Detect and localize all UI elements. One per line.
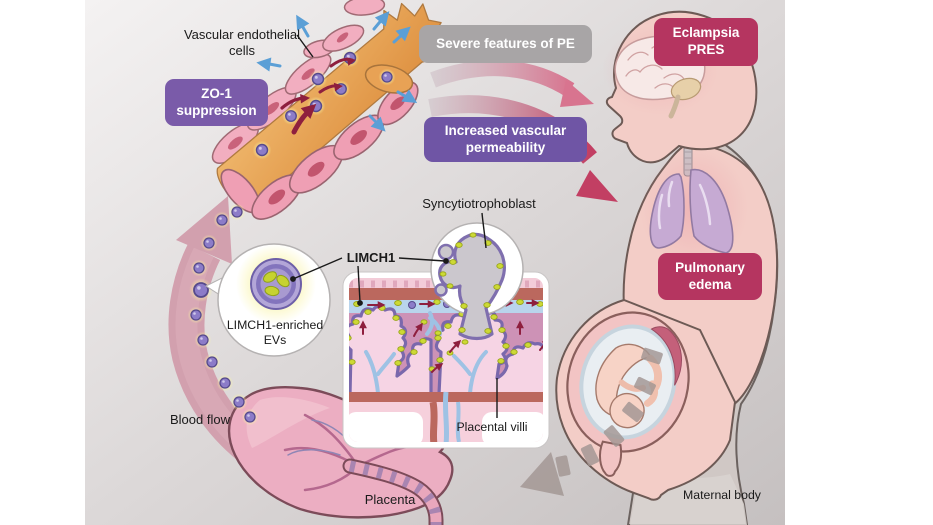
increased-vascular-permeability-box: Increased vascular permeability (424, 117, 587, 162)
limch1-evs-caption: LIMCH1-enriched EVs (226, 318, 324, 347)
lungs-illustration (640, 148, 748, 268)
placenta-label: Placenta (364, 492, 416, 507)
arrow-to-brain (430, 60, 575, 97)
pointer-lines (290, 34, 498, 418)
fetal-vessels (364, 311, 488, 395)
syncytiotrophoblast-label: Syncytiotrophoblast (422, 196, 536, 211)
arrow-to-lungs-head (576, 170, 618, 202)
villi-flow-arrows (359, 299, 543, 373)
cerebellum (670, 77, 702, 101)
maternal-body-label: Maternal body (683, 488, 761, 502)
zo1-suppression-box: ZO-1 suppression (165, 79, 268, 126)
permeability-arrows (257, 9, 418, 134)
limch1-dots (349, 299, 543, 372)
arrow-to-brain-head (560, 80, 594, 107)
placenta-illustration (227, 386, 454, 525)
syncytiotrophoblast-inset (430, 222, 524, 341)
eclampsia-pres-box: Eclampsia PRES (654, 18, 758, 66)
blood-flow-label: Blood flow (170, 412, 230, 427)
placenta-crescent (650, 326, 682, 386)
limch1-proteins (263, 271, 290, 297)
vessel-flow-arrows (280, 56, 357, 135)
villus-limch1-dots (439, 232, 504, 334)
ev-inset-circle (204, 243, 331, 357)
vascular-endothelial-cells-label: Vascular endothelial cells (183, 27, 301, 58)
placental-villi-label: Placental villi (456, 420, 528, 434)
pulmonary-edema-box: Pulmonary edema (658, 253, 762, 300)
severe-features-pe-box: Severe features of PE (419, 25, 592, 63)
blood-vessel-illustration (211, 0, 448, 220)
limch1-label: LIMCH1 (346, 250, 396, 265)
umbilical-cord (342, 458, 444, 525)
dashed-transfer-arrow (520, 347, 663, 496)
womb-illustration (552, 298, 737, 501)
brainstem (668, 94, 681, 119)
